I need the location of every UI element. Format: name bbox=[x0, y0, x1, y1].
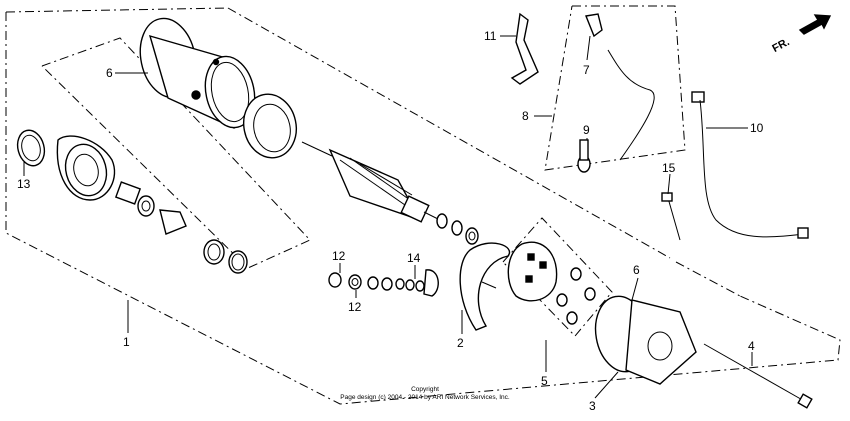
brush-spring-plate bbox=[459, 242, 511, 331]
terminal-parts-outline bbox=[544, 5, 686, 171]
copyright-notice: Copyright Page design (c) 2004 - 2014 by… bbox=[340, 386, 510, 401]
brush-holder-outline bbox=[502, 217, 613, 337]
direction-label: FR. bbox=[770, 36, 791, 55]
callout-15: 15 bbox=[662, 161, 676, 175]
callout-8: 8 bbox=[522, 109, 529, 123]
callout-12-bottom: 12 bbox=[348, 300, 362, 314]
callout-6-cover: 6 bbox=[633, 263, 640, 277]
washer-nut-stack bbox=[328, 269, 439, 297]
terminal-parts bbox=[510, 12, 655, 173]
front-bracket bbox=[16, 129, 248, 274]
copyright-line-1: Copyright bbox=[411, 386, 439, 393]
callout-11: 11 bbox=[484, 29, 497, 43]
callout-13: 13 bbox=[17, 177, 31, 191]
brush-holder bbox=[507, 241, 596, 325]
callout-6-yoke: 6 bbox=[106, 66, 113, 80]
callout-14: 14 bbox=[407, 251, 421, 265]
callout-2: 2 bbox=[457, 336, 464, 350]
callout-12-top: 12 bbox=[332, 249, 346, 263]
armature bbox=[301, 141, 441, 223]
armature-washers bbox=[436, 213, 479, 245]
callout-4: 4 bbox=[748, 339, 755, 353]
cable bbox=[691, 91, 809, 239]
callout-7: 7 bbox=[583, 63, 590, 77]
rear-cover bbox=[594, 295, 697, 385]
callout-5: 5 bbox=[541, 374, 548, 388]
callout-numbers: 1 2 3 4 5 6 6 7 8 9 10 11 12 12 13 14 15 bbox=[17, 29, 764, 413]
magnet-ring bbox=[243, 93, 297, 159]
front-direction-indicator: FR. bbox=[770, 14, 832, 55]
assembly-outline bbox=[5, 7, 841, 405]
leader-lines bbox=[23, 35, 753, 399]
callout-1: 1 bbox=[123, 335, 130, 349]
callout-9: 9 bbox=[583, 123, 590, 137]
through-bolts bbox=[661, 192, 813, 409]
callout-10: 10 bbox=[750, 121, 764, 135]
callout-3: 3 bbox=[589, 399, 596, 413]
copyright-line-2: Page design (c) 2004 - 2014 by ARI Netwo… bbox=[340, 394, 510, 401]
yoke-housing bbox=[139, 17, 256, 129]
